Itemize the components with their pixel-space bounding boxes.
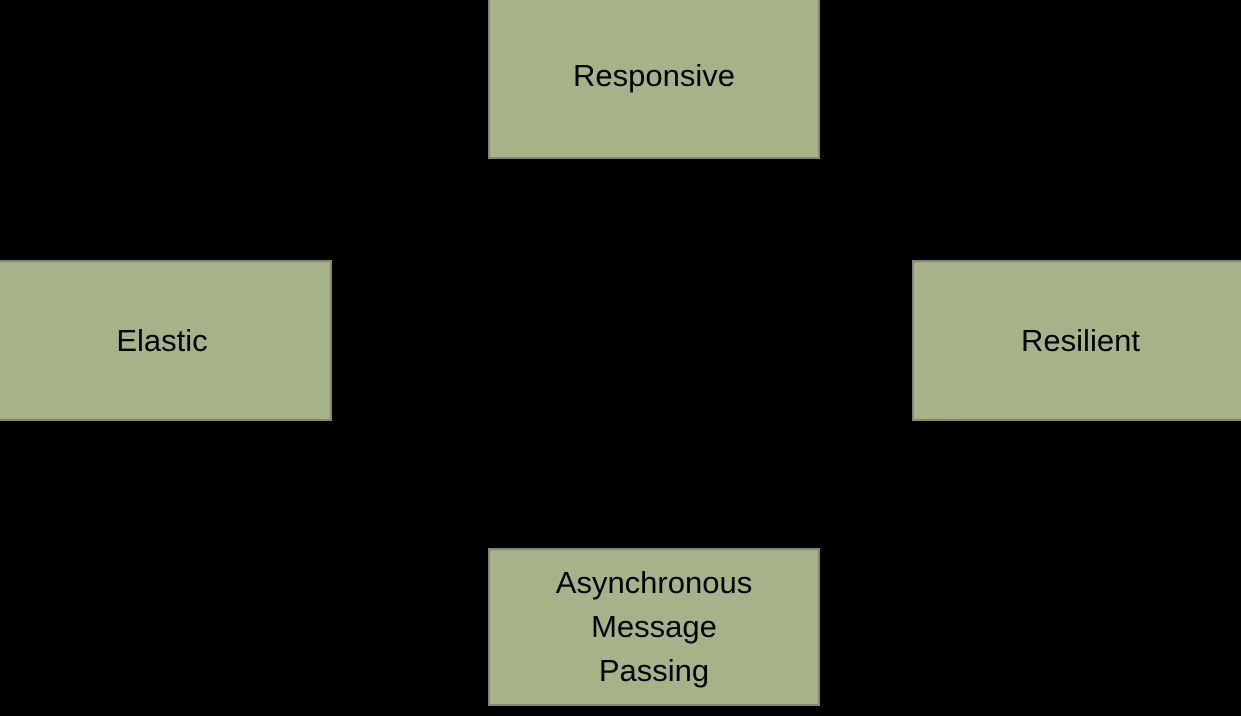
node-elastic[interactable]: Elastic bbox=[0, 260, 332, 421]
connector-stub-elastic-top bbox=[162, 256, 172, 262]
connector-elastic-to-responsive bbox=[330, 79, 490, 301]
node-async-message-passing-label: Asynchronous Message Passing bbox=[555, 565, 753, 688]
connector-stub-resilient-top bbox=[1064, 256, 1074, 262]
node-responsive[interactable]: Responsive bbox=[488, 0, 820, 159]
connector-stub-elastic-bottom bbox=[162, 418, 172, 424]
node-elastic-label: Elastic bbox=[116, 322, 208, 358]
connector-stub-async-right bbox=[817, 624, 825, 632]
node-resilient[interactable]: Resilient bbox=[912, 260, 1241, 421]
connector-async-to-resilient bbox=[819, 419, 1079, 630]
connector-async-to-elastic bbox=[165, 419, 489, 630]
node-responsive-label: Responsive bbox=[573, 58, 735, 93]
connector-stub-resilient-bottom bbox=[1064, 418, 1074, 424]
node-async-message-passing[interactable]: Asynchronous Message Passing bbox=[488, 548, 820, 706]
connector-resilient-to-responsive bbox=[818, 79, 914, 301]
node-resilient-label: Resilient bbox=[1021, 322, 1140, 358]
connector-stub-responsive-right bbox=[817, 78, 825, 82]
